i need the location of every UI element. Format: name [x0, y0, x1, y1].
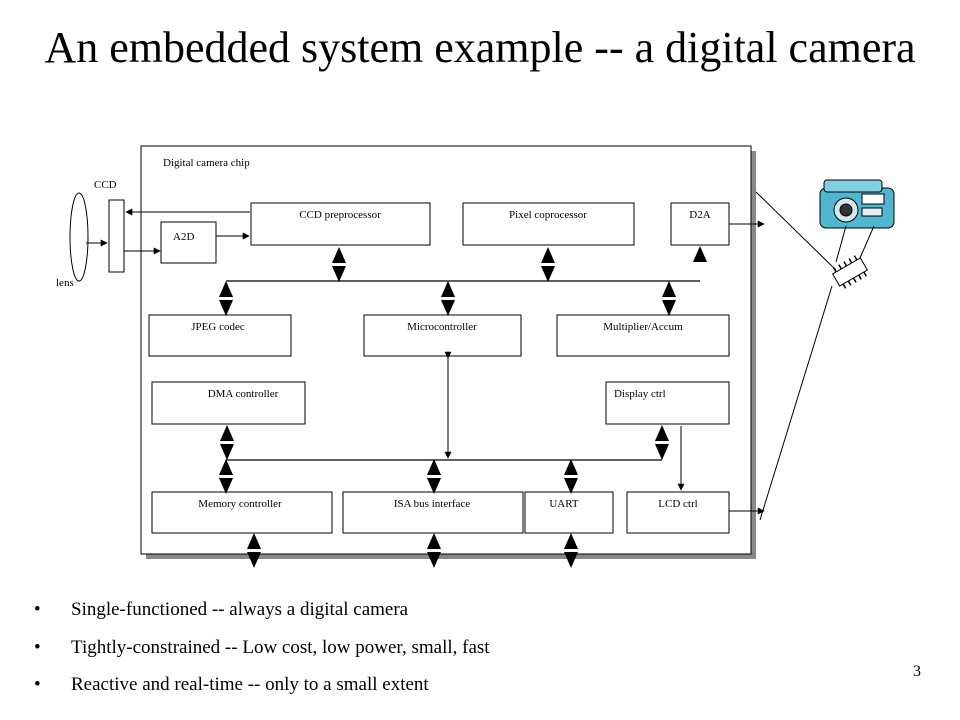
connector-pixel-coprocessor: [541, 247, 555, 282]
bullet-text: Tightly-constrained -- Low cost, low pow…: [71, 636, 490, 658]
camera-icon: [819, 179, 895, 229]
block-microcontroller-label: Microcontroller: [407, 321, 477, 333]
block-ccd-preprocessor-label: CCD preprocessor: [299, 209, 381, 221]
block-uart-label: UART: [549, 498, 579, 510]
lens-label: lens: [56, 277, 74, 289]
block-a2d-label: A2D: [173, 231, 194, 243]
block-isa-bus-interface-label: ISA bus interface: [394, 498, 470, 510]
ccd-label: CCD: [94, 179, 117, 191]
camera-block-diagram: Digital camera chip lens CCD A2D CCD pre…: [56, 145, 895, 568]
chip-icon: [831, 255, 869, 289]
zoom-line-top: [755, 191, 837, 271]
bullet-dot: •: [34, 636, 41, 658]
block-dma-controller-label: DMA controller: [208, 388, 279, 400]
connector-microcontroller: [441, 281, 455, 316]
bullet-text: Reactive and real-time -- only to a smal…: [71, 674, 429, 695]
connector-d2a: [693, 246, 707, 262]
ccd-sensor: [108, 199, 125, 273]
block-memory-controller: [151, 491, 333, 534]
camera-link-left: [835, 225, 847, 263]
block-uart: [524, 491, 614, 534]
connector-uart: [564, 459, 578, 494]
block-d2a: [670, 202, 730, 246]
bus-connectors: [219, 246, 707, 568]
connector-memory-external: [247, 533, 261, 568]
block-ccd-preprocessor: [250, 202, 431, 246]
block-d2a-label: D2A: [689, 209, 710, 221]
connector-isa-external: [427, 533, 441, 568]
bullet-item: • Tightly-constrained -- Low cost, low po…: [34, 634, 490, 672]
slide-title: An embedded system example -- a digital …: [44, 23, 916, 72]
block-pixel-coprocessor-label: Pixel coprocessor: [509, 209, 587, 221]
bullet-dot: •: [34, 599, 41, 620]
block-jpeg-codec-label: JPEG codec: [191, 321, 245, 333]
page-number: 3: [913, 663, 921, 680]
connector-display: [655, 425, 669, 460]
connector-memory: [219, 459, 233, 494]
block-multiplier-label: Multiplier/Accum: [603, 321, 683, 333]
block-dma-controller: [151, 381, 306, 425]
bullet-list: • Single-functioned -- always a digital c…: [34, 596, 490, 709]
bullet-text: Single-functioned -- always a digital ca…: [71, 599, 409, 620]
block-pixel-coprocessor: [462, 202, 635, 246]
bullet-item: • Reactive and real-time -- only to a sma…: [34, 671, 490, 709]
block-jpeg-codec: [148, 314, 292, 357]
block-a2d: [160, 221, 217, 264]
connector-isa: [427, 459, 441, 494]
chip-label: Digital camera chip: [163, 157, 250, 169]
connector-multiplier: [662, 281, 676, 316]
block-microcontroller: [363, 314, 522, 357]
bullet-dot: •: [34, 674, 41, 695]
block-memory-controller-label: Memory controller: [198, 498, 282, 510]
block-display-ctrl: [605, 381, 730, 425]
zoom-line-bottom: [759, 285, 833, 521]
block-multiplier: [556, 314, 730, 357]
block-isa-bus-interface: [342, 491, 524, 534]
lens-shape: [69, 192, 89, 282]
connector-jpeg: [219, 281, 233, 316]
bullet-item: • Single-functioned -- always a digital c…: [34, 596, 490, 634]
block-lcd-ctrl: [626, 491, 730, 534]
camera-link-right: [859, 225, 875, 259]
connector-preprocessor: [332, 247, 346, 282]
block-display-ctrl-label: Display ctrl: [614, 388, 666, 400]
block-lcd-ctrl-label: LCD ctrl: [658, 498, 697, 510]
connector-uart-external: [564, 533, 578, 568]
connector-dma: [220, 425, 234, 460]
